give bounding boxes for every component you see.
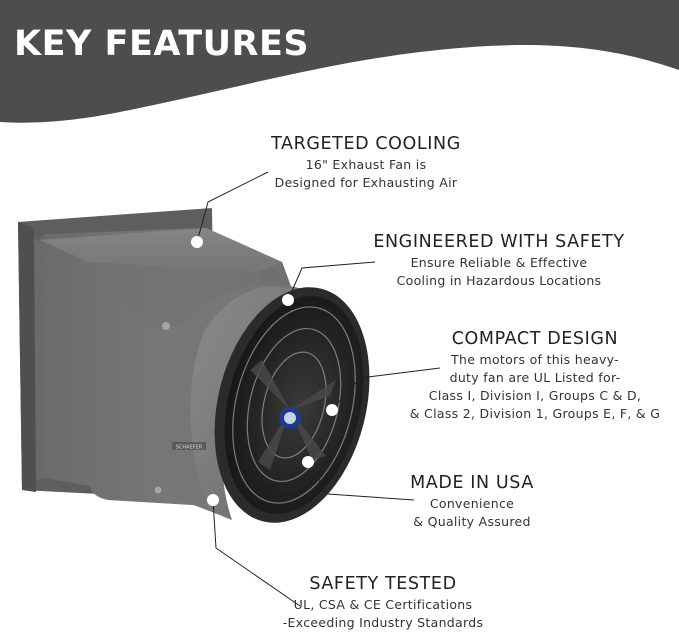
feature-desc-line: & Class 2, Division 1, Groups E, F, & G (409, 406, 661, 421)
feature-desc-line: duty fan are UL Listed for- (449, 370, 621, 385)
feature-desc-line: The motors of this heavy- (451, 352, 619, 367)
feature-desc-line: 16" Exhaust Fan is (305, 157, 427, 172)
page-title: KEY FEATURES (14, 24, 310, 64)
feature-desc-line: Convenience (429, 496, 515, 511)
feature-compact-design: COMPACT DESIGN The motors of this heavy-… (400, 328, 670, 423)
brand-badge: SCHAEFER (176, 445, 203, 451)
feature-desc-line: Designed for Exhausting Air (274, 175, 458, 190)
feature-safety-tested: SAFETY TESTED UL, CSA & CE Certification… (258, 573, 508, 632)
feature-made-in-usa: MADE IN USA Convenience & Quality Assure… (372, 472, 572, 531)
feature-desc-line: UL, CSA & CE Certifications (293, 597, 473, 612)
feature-desc-line: Ensure Reliable & Effective (410, 255, 588, 270)
feature-description: UL, CSA & CE Certifications -Exceeding I… (258, 596, 508, 632)
feature-desc-line: Cooling in Hazardous Locations (396, 273, 602, 288)
feature-title: TARGETED COOLING (271, 134, 461, 154)
feature-description: Ensure Reliable & Effective Cooling in H… (359, 254, 639, 290)
feature-title: SAFETY TESTED (309, 574, 457, 594)
feature-description: Convenience & Quality Assured (372, 495, 572, 531)
feature-targeted-cooling: TARGETED COOLING 16" Exhaust Fan is Desi… (226, 133, 506, 192)
feature-description: 16" Exhaust Fan is Designed for Exhausti… (226, 156, 506, 192)
feature-description: The motors of this heavy- duty fan are U… (400, 351, 670, 423)
header-band (0, 0, 679, 123)
feature-desc-line: & Quality Assured (413, 514, 531, 529)
feature-engineered-with-safety: ENGINEERED WITH SAFETY Ensure Reliable &… (359, 231, 639, 290)
feature-title: MADE IN USA (410, 473, 534, 493)
feature-desc-line: Class I, Division I, Groups C & D, (428, 388, 642, 403)
feature-title: ENGINEERED WITH SAFETY (373, 232, 625, 252)
feature-title: COMPACT DESIGN (451, 329, 619, 349)
feature-desc-line: -Exceeding Industry Standards (282, 615, 484, 630)
